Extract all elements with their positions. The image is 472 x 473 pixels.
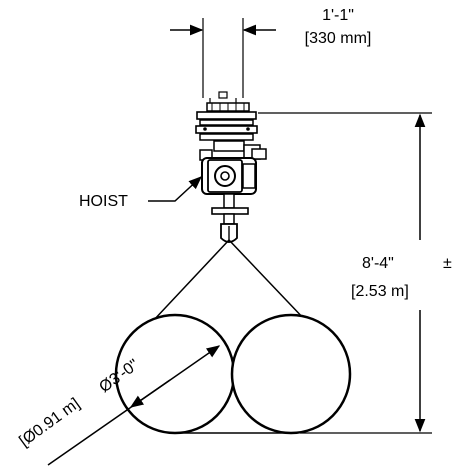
sling	[151, 239, 308, 323]
width-dim-metric: [330 mm]	[305, 30, 372, 47]
sling-line-right	[228, 239, 308, 323]
height-dim-metric: [2.53 m]	[351, 283, 409, 300]
width-dimension: 1'-1" [330 mm]	[170, 7, 371, 98]
hoist-leader	[148, 176, 202, 202]
width-dim-imperial: 1'-1"	[322, 7, 354, 24]
hoist-assembly	[195, 91, 267, 243]
pipe-right	[230, 313, 352, 435]
hoist-label: HOIST	[79, 193, 128, 210]
height-dim-tolerance: ±	[443, 255, 452, 272]
height-dim-imperial: 8'-4"	[362, 255, 394, 272]
sling-line-left	[151, 239, 230, 323]
pipe-bundle	[114, 313, 352, 435]
diameter-dim-metric: [Ø0.91 m]	[16, 395, 83, 450]
hoist-callout: HOIST	[79, 176, 202, 210]
diameter-arrow-inner	[129, 379, 171, 408]
height-dimension: 8'-4" ± [2.53 m]	[258, 112, 452, 434]
